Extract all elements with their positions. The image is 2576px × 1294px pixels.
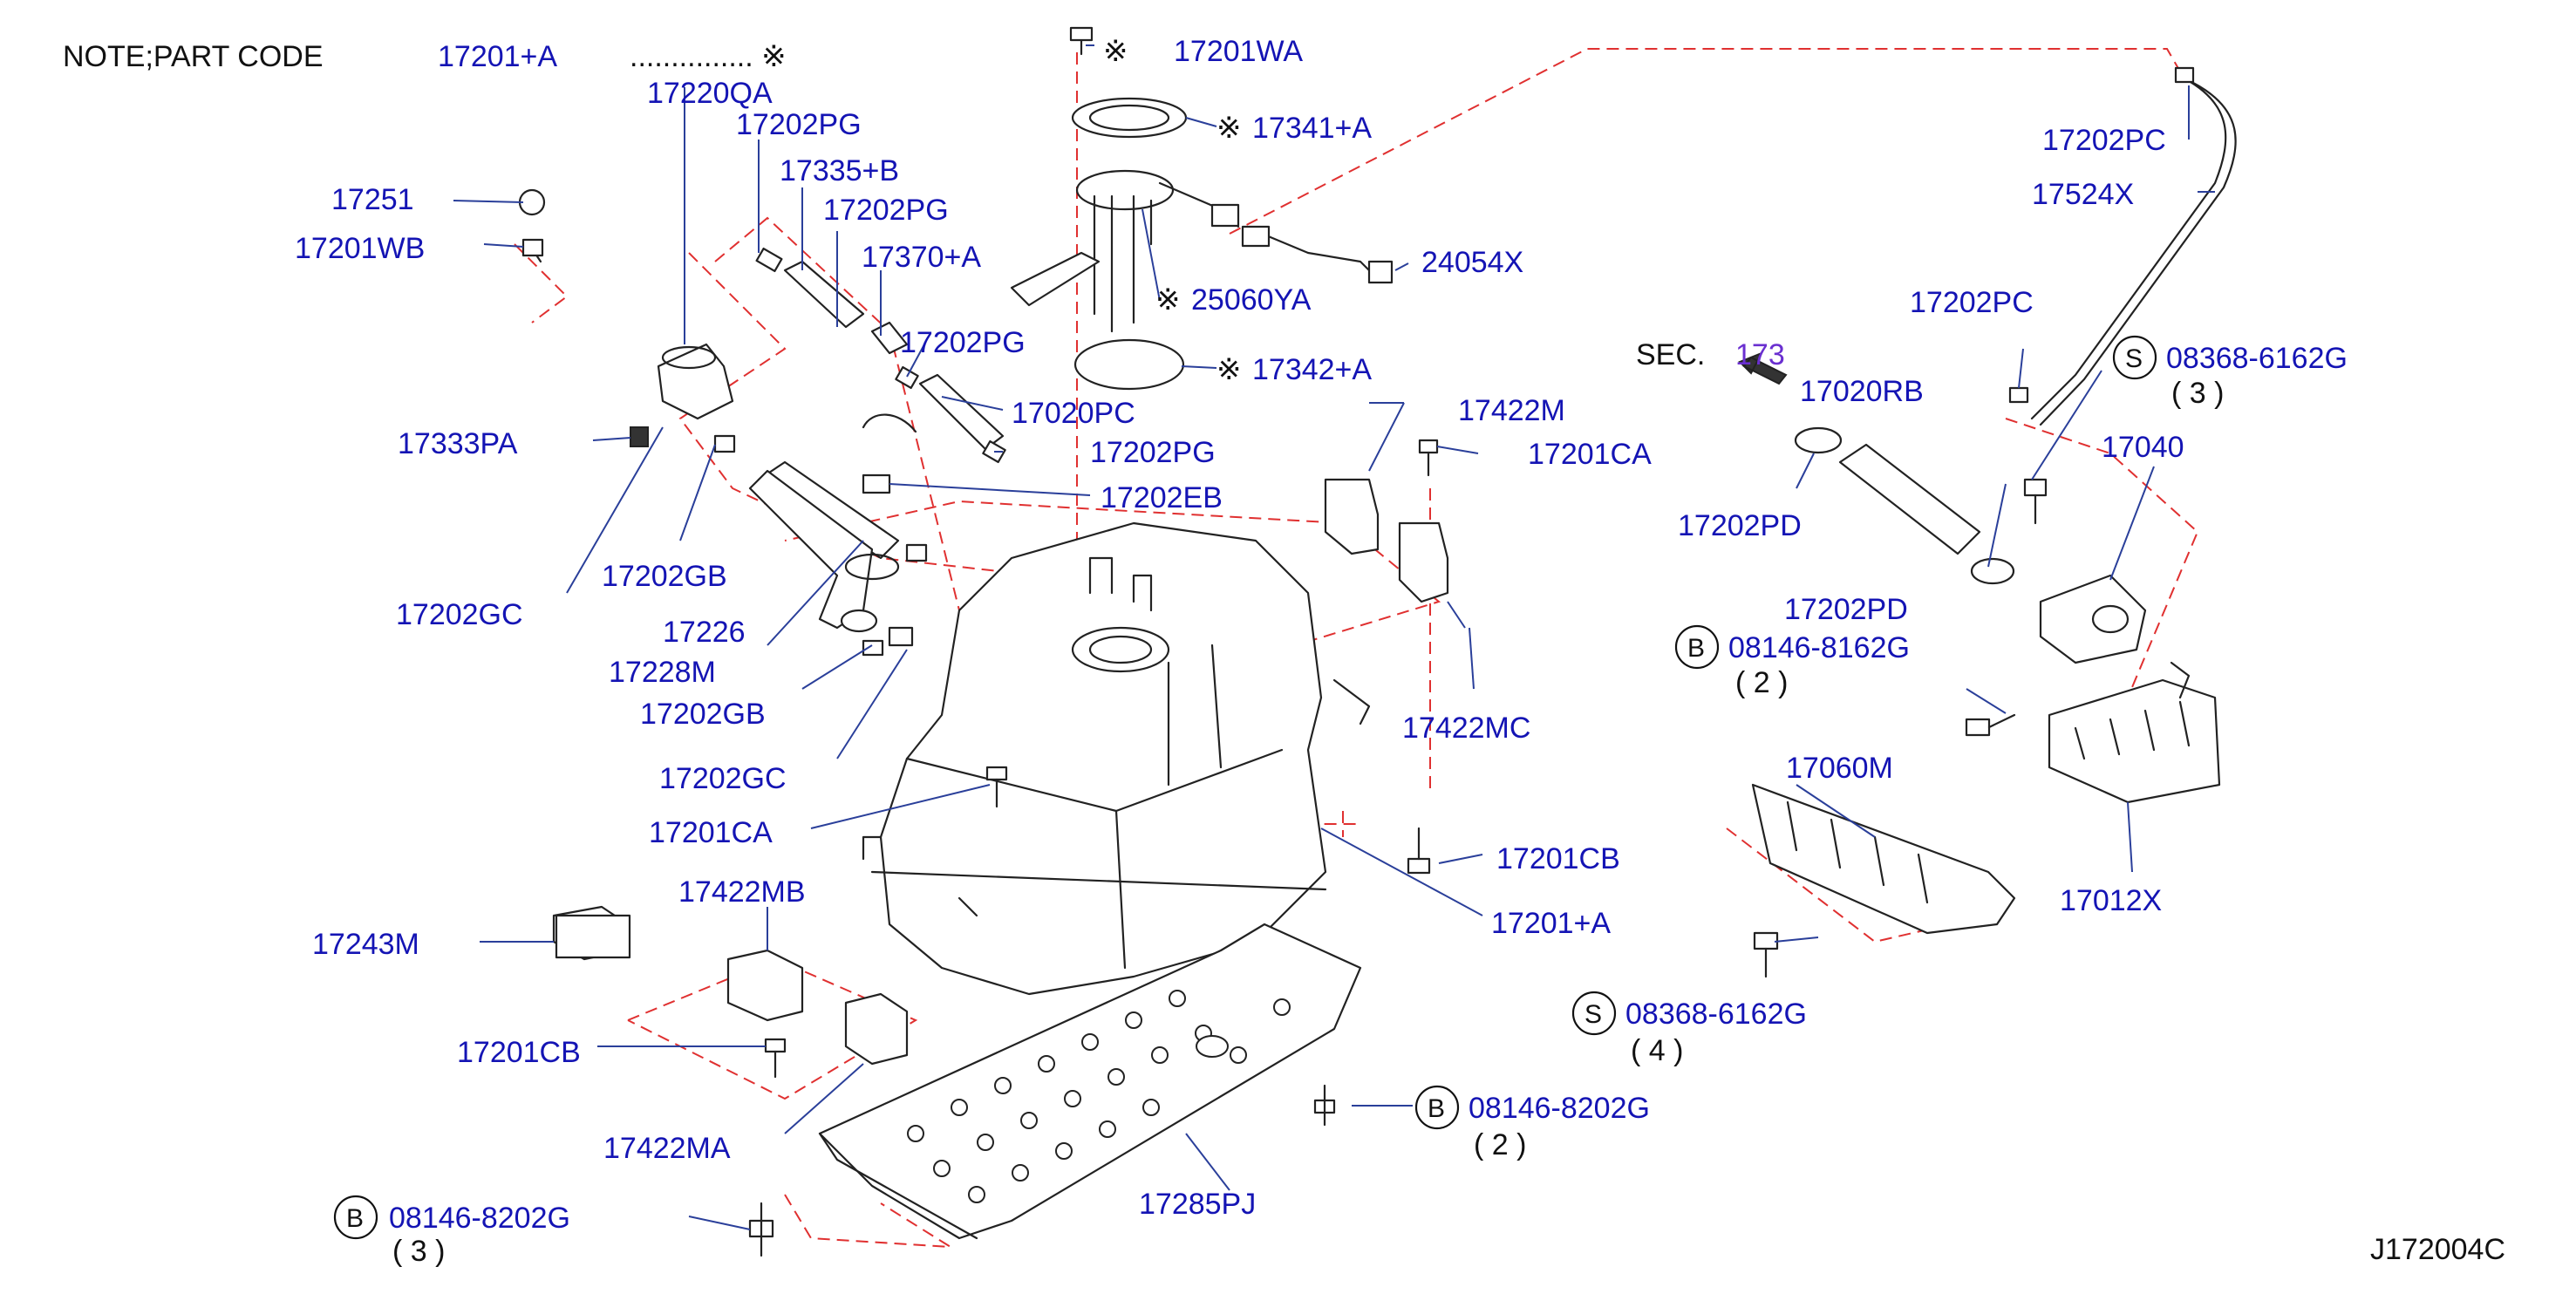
fastener-letter: S (1584, 1000, 1602, 1029)
label-17422MB[interactable]: 17422MB (678, 875, 806, 909)
label-17370A[interactable]: 17370+A (862, 241, 981, 274)
fastener-callout-1[interactable]: S 08368-6162G ( 3 ) (2112, 335, 2348, 410)
fastener-code: 08368-6162G (1625, 998, 1807, 1031)
fastener-callout-3[interactable]: S 08368-6162G ( 4 ) (1571, 991, 1807, 1067)
label-17201WA[interactable]: 17201WA (1174, 35, 1303, 68)
label-17333PA[interactable]: 17333PA (398, 427, 518, 460)
note-part-code[interactable]: 17201+A (438, 40, 557, 73)
label-17202EB[interactable]: 17202EB (1101, 481, 1223, 514)
label-17201WB[interactable]: 17201WB (295, 232, 425, 265)
fuel-tank[interactable] (862, 521, 1371, 996)
bolts (748, 439, 2048, 1257)
fuel-pump-module[interactable] (1010, 26, 1394, 391)
label-17243M[interactable]: 17243M (312, 928, 419, 961)
callout-mark-17341A: ※ (1216, 112, 1242, 145)
fastener-callout-5[interactable]: B 08146-8202G ( 3 ) (333, 1195, 570, 1268)
label-17201A[interactable]: 17201+A (1491, 907, 1611, 940)
label-25060YA[interactable]: 25060YA (1191, 283, 1312, 317)
bolt-icon (1418, 439, 1439, 477)
bolt-icon (2023, 478, 2048, 525)
label-17202GC-b[interactable]: 17202GC (659, 762, 787, 795)
label-17202GB-b[interactable]: 17202GB (640, 698, 766, 731)
callout-mark-17342A: ※ (1216, 353, 1242, 386)
label-17201CB-a[interactable]: 17201CB (457, 1036, 581, 1069)
label-17040[interactable]: 17040 (2102, 431, 2184, 464)
label-17202PG-c[interactable]: 17202PG (900, 326, 1026, 359)
bolt-icon (1313, 1084, 1336, 1127)
label-17342A[interactable]: 17342+A (1252, 353, 1372, 386)
fastener-letter: B (346, 1204, 364, 1233)
callout-mark-17201WA: ※ (1103, 35, 1128, 68)
fastener-code: 08368-6162G (2166, 342, 2348, 375)
fastener-qty: ( 4 ) (1631, 1034, 1683, 1067)
label-17201CA-b[interactable]: 17201CA (1528, 438, 1652, 471)
label-17202PD-a[interactable]: 17202PD (1678, 509, 1802, 542)
section-ref-number[interactable]: 173 (1735, 338, 1785, 371)
note-dots-mark: ............... ※ (630, 40, 787, 73)
label-17060M[interactable]: 17060M (1786, 752, 1893, 785)
note-prefix: NOTE;PART CODE (63, 40, 324, 73)
fastener-code: 08146-8202G (389, 1202, 570, 1235)
evap-assembly[interactable] (1751, 66, 2237, 935)
fastener-callout-2[interactable]: B 08146-8162G ( 2 ) (1674, 624, 1910, 699)
fastener-letter: B (1687, 634, 1705, 663)
label-17341A[interactable]: 17341+A (1252, 112, 1372, 145)
fastener-code: 08146-8202G (1469, 1092, 1650, 1125)
diagram-id: J172004C (2370, 1233, 2505, 1266)
fastener-qty: ( 2 ) (1735, 666, 1788, 699)
fastener-code: 08146-8162G (1728, 631, 1910, 664)
label-17220QA[interactable]: 17220QA (647, 77, 773, 110)
fastener-callout-4[interactable]: B 08146-8202G ( 2 ) (1414, 1085, 1650, 1161)
fastener-qty: ( 2 ) (1474, 1128, 1526, 1161)
bolt-icon (985, 766, 1008, 808)
label-17012X[interactable]: 17012X (2060, 884, 2162, 917)
callout-mark-25060YA: ※ (1155, 283, 1181, 317)
fastener-qty: ( 3 ) (2171, 377, 2224, 410)
label-17202PG-d[interactable]: 17202PG (1090, 436, 1216, 469)
label-17201CB-b[interactable]: 17201CB (1496, 842, 1620, 875)
section-arrow-icon (1738, 351, 1788, 385)
label-17422M[interactable]: 17422M (1458, 394, 1565, 427)
label-17202PG-b[interactable]: 17202PG (823, 194, 949, 227)
label-17020PC[interactable]: 17020PC (1012, 397, 1135, 430)
section-ref-prefix: SEC. (1636, 338, 1705, 371)
label-17020RB[interactable]: 17020RB (1800, 375, 1924, 408)
label-24054X[interactable]: 24054X (1421, 246, 1523, 279)
bolt-icon (1965, 713, 2016, 737)
bolt-icon (764, 1038, 787, 1079)
label-17226[interactable]: 17226 (663, 616, 746, 649)
label-17524X[interactable]: 17524X (2032, 178, 2134, 211)
label-17202PC-b[interactable]: 17202PC (1910, 286, 2034, 319)
skid-plate[interactable] (818, 923, 1362, 1240)
label-17202PD-b[interactable]: 17202PD (1784, 593, 1908, 626)
label-17202PG-a[interactable]: 17202PG (736, 108, 862, 141)
label-17202GB-a[interactable]: 17202GB (602, 560, 727, 593)
leader-lines (453, 44, 2215, 1230)
fastener-qty: ( 3 ) (392, 1235, 445, 1268)
label-17202PC-a[interactable]: 17202PC (2042, 124, 2166, 157)
label-17228M[interactable]: 17228M (609, 656, 716, 689)
bolt-icon (748, 1202, 774, 1257)
bolt-icon (1753, 931, 1779, 978)
label-17422MA[interactable]: 17422MA (603, 1132, 731, 1165)
part-block-17243M[interactable] (555, 914, 631, 959)
label-17202GC-a[interactable]: 17202GC (396, 598, 523, 631)
bolt-icon (1407, 827, 1431, 875)
label-17335B[interactable]: 17335+B (780, 154, 899, 187)
phantom-lines (514, 48, 2199, 1248)
label-17251[interactable]: 17251 (331, 183, 414, 216)
label-17201CA-a[interactable]: 17201CA (649, 816, 773, 849)
label-17422MC[interactable]: 17422MC (1402, 712, 1530, 745)
label-17285PJ[interactable]: 17285PJ (1139, 1188, 1256, 1221)
filler-neck-assembly[interactable] (518, 188, 1006, 657)
fastener-letter: B (1428, 1094, 1445, 1123)
fastener-letter: S (2125, 344, 2143, 373)
